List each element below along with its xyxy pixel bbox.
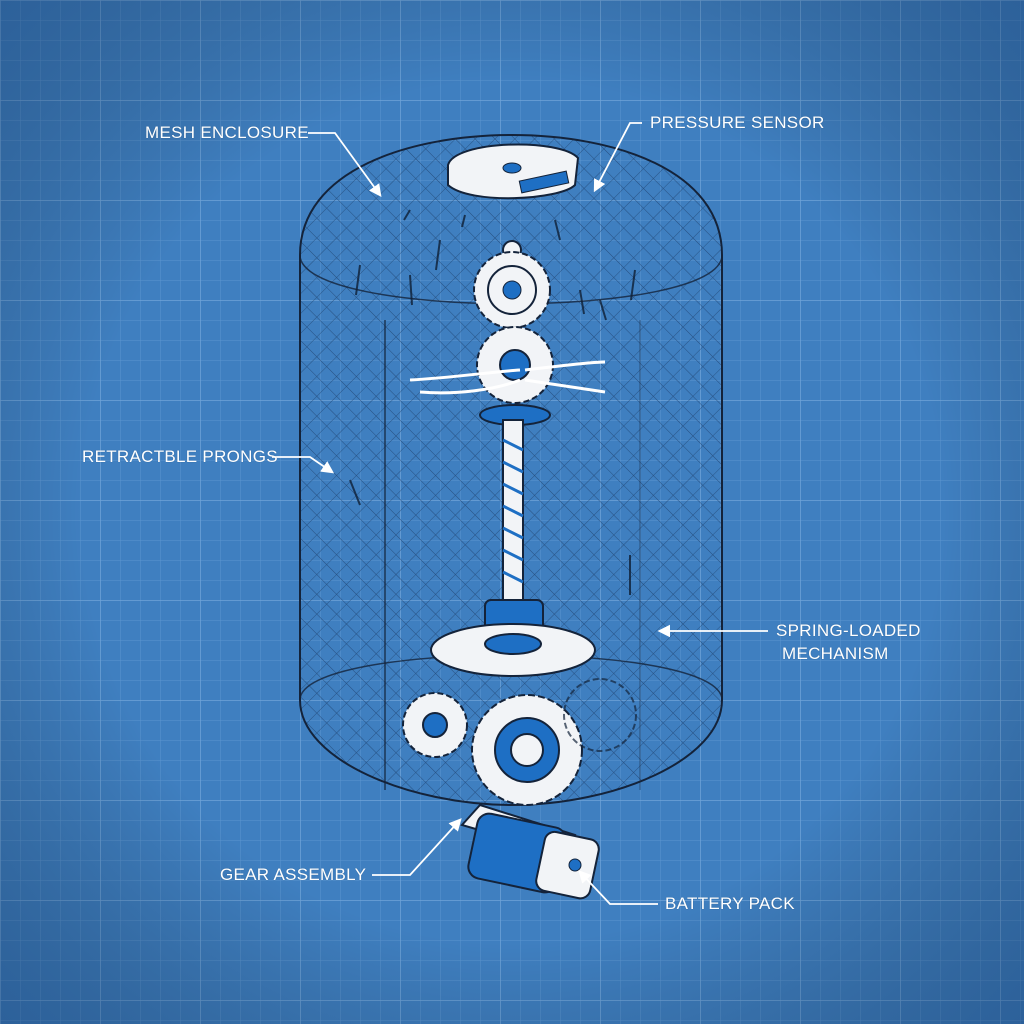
label-spring-loaded-line1: SPRING-LOADED: [776, 621, 921, 640]
pressure-sensor: [447, 143, 580, 200]
label-spring-loaded-line2: MECHANISM: [782, 644, 889, 663]
leader-pressure-sensor: [593, 122, 642, 193]
leader-gear-assembly: [372, 818, 462, 876]
label-mesh-enclosure: MESH ENCLOSURE: [145, 123, 309, 142]
top-gear: [473, 240, 551, 329]
label-gear-assembly: GEAR ASSEMBLY: [220, 865, 367, 884]
leader-lines: [272, 122, 768, 905]
retractable-prongs-assembly: [409, 326, 606, 426]
gear-assembly: [402, 678, 637, 806]
leader-retractable-prongs: [272, 456, 335, 474]
spring-loaded-base: [430, 623, 596, 677]
leader-battery-pack: [578, 870, 658, 905]
label-retractable-prongs: RETRACTBLE PRONGS: [82, 447, 278, 466]
leader-mesh-enclosure: [308, 132, 382, 198]
label-battery-pack: BATTERY PACK: [665, 894, 795, 913]
label-pressure-sensor: PRESSURE SENSOR: [650, 113, 825, 132]
